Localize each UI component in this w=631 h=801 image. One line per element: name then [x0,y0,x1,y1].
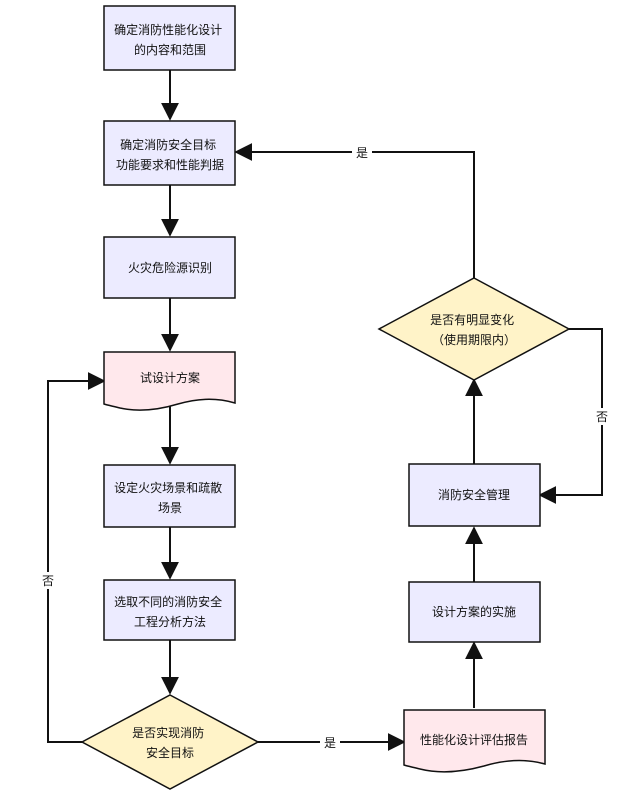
node-select-methods-line-2: 工程分析方法 [134,614,206,629]
node-define-scope-line-2: 的内容和范围 [134,42,206,57]
node-define-goals-line-2: 功能要求和性能判据 [116,158,224,172]
svg-text:确定消防安全目标 功能要求和性能判据: 确定消防安全目标 功能要求和性能判据 [116,137,224,172]
node-fire-scenario-line-1: 设定火灾场景和疏散 [114,480,222,495]
svg-text:试设计方案: 试设计方案 [140,370,200,385]
node-define-goals: 确定消防安全目标 功能要求和性能判据 [103,120,236,186]
svg-text:是否实现消防 安全目标: 是否实现消防 安全目标 [132,725,208,760]
node-fire-scenario: 设定火灾场景和疏散 场景 [103,464,236,528]
node-select-methods-line-1: 选取不同的消防安全 [114,594,222,609]
node-trial-design-line-1: 试设计方案 [140,370,200,385]
node-significant-change-line-1: 是否有明显变化 [430,312,514,327]
node-goal-achieved-decision: 是否实现消防 安全目标 [80,694,260,790]
svg-text:火灾危险源识别: 火灾危险源识别 [128,260,212,275]
node-safety-management: 消防安全管理 [408,463,541,527]
node-fire-scenario-line-2: 场景 [158,501,182,515]
svg-text:性能化设计评估报告: 性能化设计评估报告 [420,732,528,747]
node-define-scope: 确定消防性能化设计 的内容和范围 [103,5,236,71]
node-trial-design: 试设计方案 [103,351,236,411]
label-goal-yes: 是 [324,736,336,750]
node-implementation-line-1: 设计方案的实施 [432,604,516,619]
svg-text:消防安全管理: 消防安全管理 [438,487,510,502]
label-change-yes: 是 [356,146,368,160]
node-select-methods: 选取不同的消防安全 工程分析方法 [103,579,236,641]
node-hazard-identification: 火灾危险源识别 [103,236,236,299]
node-define-goals-line-1: 确定消防安全目标 [120,137,216,152]
svg-text:确定消防性能化设计 的内容和范围: 确定消防性能化设计 的内容和范围 [114,22,226,57]
node-hazard-line-1: 火灾危险源识别 [128,260,212,275]
svg-text:设定火灾场景和疏散 场景: 设定火灾场景和疏散 场景 [114,480,226,515]
node-significant-change-line-2: （使用期限内） [432,332,516,347]
svg-text:选取不同的消防安全 工程分析方法: 选取不同的消防安全 工程分析方法 [114,594,226,629]
node-goal-achieved-line-2: 安全目标 [146,745,194,760]
label-goal-no: 否 [42,574,54,588]
edge-decision-no-to-trial [47,372,106,743]
svg-text:是否有明显变化 （使用期限内）: 是否有明显变化 （使用期限内） [430,312,518,347]
node-safety-management-line-1: 消防安全管理 [438,487,510,502]
node-goal-achieved-line-1: 是否实现消防 [132,725,204,740]
label-change-no: 否 [596,410,608,424]
node-evaluation-report: 性能化设计评估报告 [403,709,546,773]
edge-change-yes-to-goals [234,143,475,278]
node-define-scope-line-1: 确定消防性能化设计 [114,22,222,37]
svg-text:设计方案的实施: 设计方案的实施 [432,604,516,619]
edge-labels: 是 否 否 是 [38,144,612,751]
node-implementation: 设计方案的实施 [408,581,541,643]
node-evaluation-report-line-1: 性能化设计评估报告 [420,732,528,747]
node-significant-change-decision: 是否有明显变化 （使用期限内） [377,277,571,381]
